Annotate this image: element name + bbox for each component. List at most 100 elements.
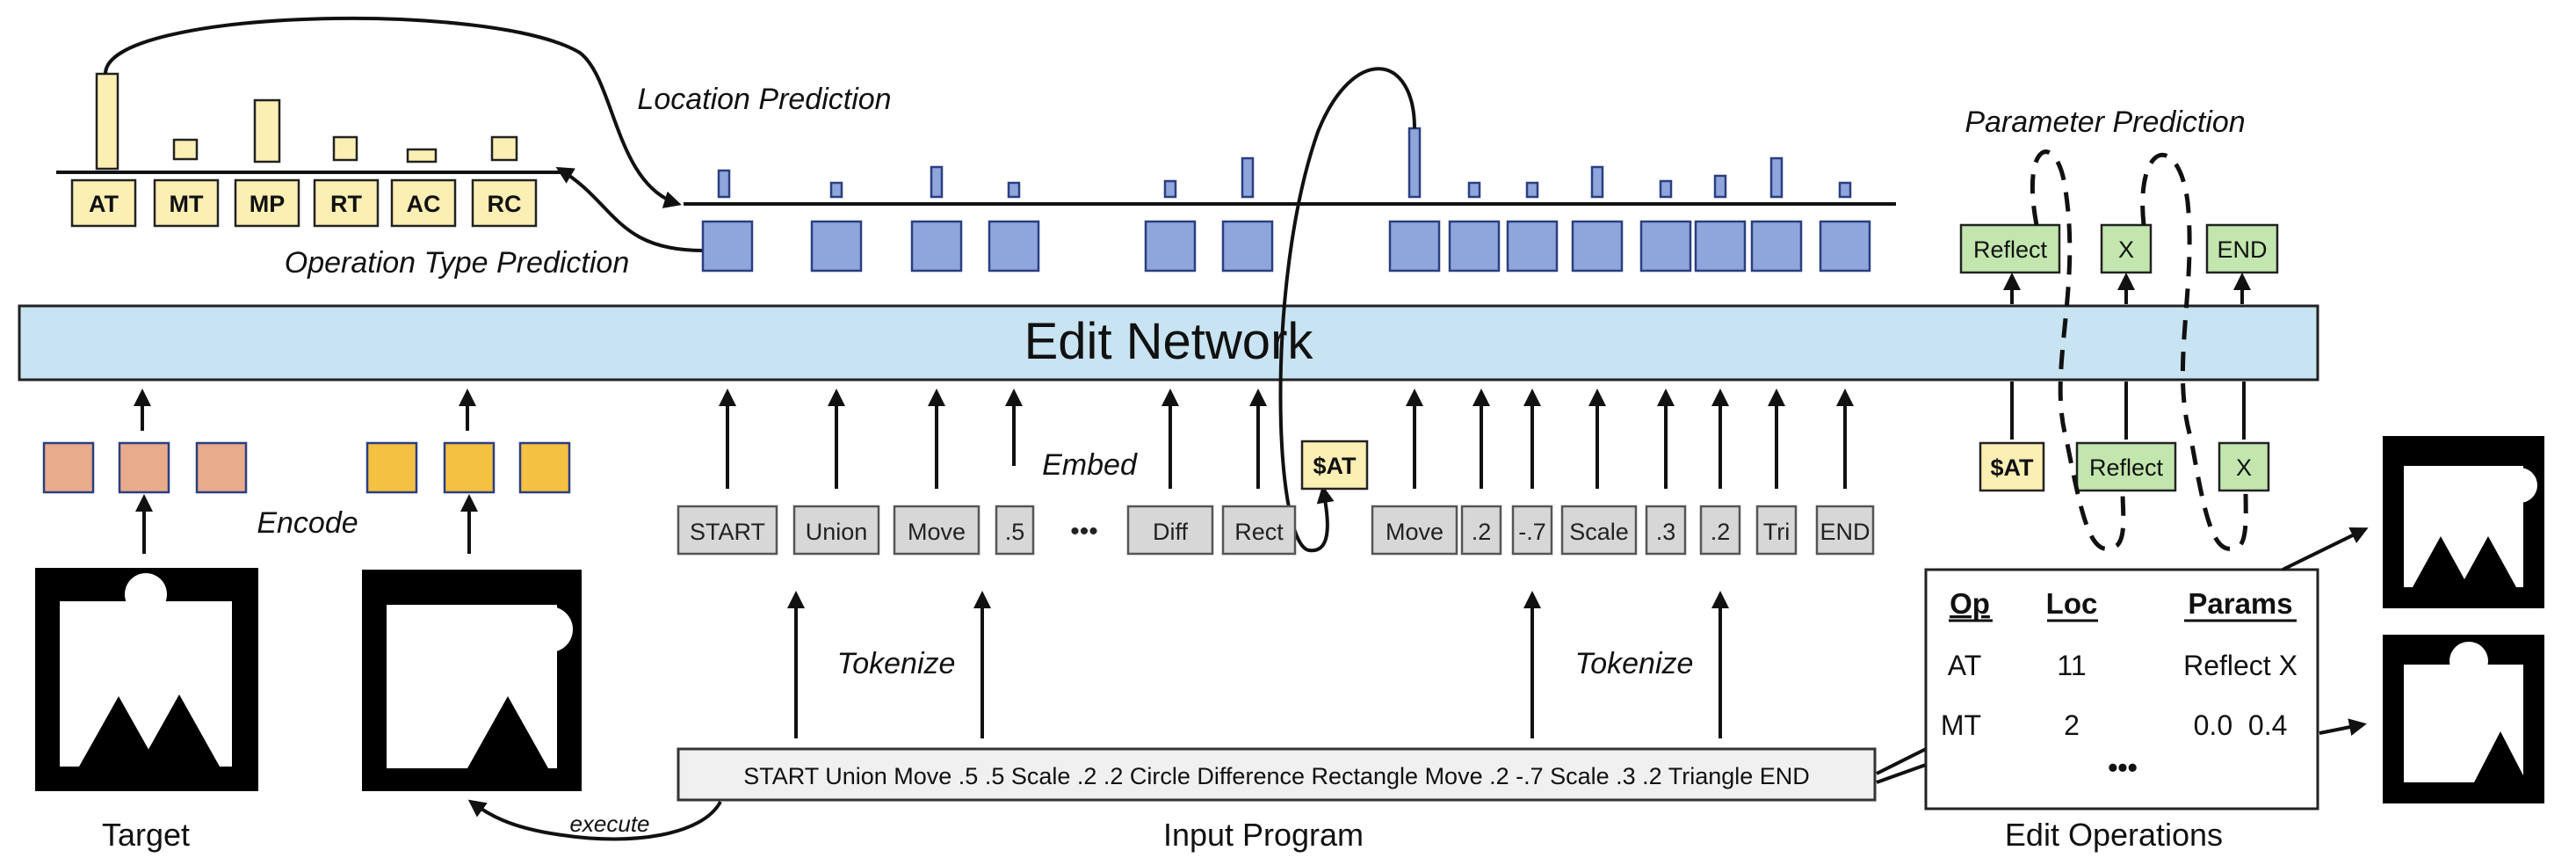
loc-bar-11 (1659, 179, 1673, 199)
edit-operations-table: Op Loc Params AT 11 Reflect X MT 2 0.0 0… (1941, 587, 2297, 783)
embed-label: Embed (1042, 448, 1138, 482)
edit-op-row2-params: 0.0 0.4 (2194, 709, 2288, 741)
token-02-a-label: .2 (1472, 519, 1492, 545)
token-05 (995, 505, 1035, 556)
param-in-at-label: $AT (1990, 454, 2034, 481)
token-tri-label: Tri (1763, 519, 1790, 545)
edit-op-row2-loc: 2 (2064, 709, 2080, 741)
loc-box-10 (1571, 220, 1624, 273)
token-union (792, 505, 880, 556)
execute-label: execute (569, 810, 649, 837)
edit-op-header-loc: Loc (2046, 587, 2098, 620)
param-out-end-label: END (2217, 236, 2267, 263)
op-label-box-ac (390, 178, 457, 228)
token-diff (1126, 505, 1214, 556)
token-move-1-label: Move (908, 519, 966, 545)
op-label-mt: MT (170, 191, 204, 217)
loc-bar-12 (1713, 174, 1727, 199)
edit-op-header-params: Params (2188, 587, 2292, 620)
param-in-x (2218, 441, 2270, 492)
loc-box-9 (1506, 220, 1559, 273)
loc-box-8 (1448, 220, 1501, 273)
result-image-1 (2383, 436, 2544, 608)
loc-box-14 (1819, 220, 1871, 273)
tokenize-label-left: Tokenize (837, 647, 956, 680)
loc-box-5 (1144, 220, 1197, 273)
param-arrows (2003, 273, 2251, 440)
param-dashed-loops (2030, 149, 2248, 551)
result-image-2 (2383, 635, 2544, 803)
token-02-b (1699, 505, 1741, 556)
at-to-location-arrow (104, 16, 682, 208)
loc-bar-2 (829, 181, 843, 199)
token-move-2-label: Move (1386, 519, 1444, 545)
program-text-box (677, 747, 1877, 802)
param-input-boxes: $AT Reflect X (1979, 441, 2270, 492)
token-scale (1560, 505, 1638, 556)
edit-op-row1-loc: 11 (2057, 650, 2086, 681)
loc-bar-13 (1769, 156, 1784, 199)
param-out-x (2100, 223, 2153, 274)
program-text: START Union Move .5 .5 Scale .2 .2 Circl… (743, 763, 1810, 789)
target-label: Target (102, 817, 190, 853)
token-02-b-label: .2 (1711, 519, 1731, 545)
param-out-end (2205, 223, 2279, 274)
param-in-x-label: X (2236, 454, 2252, 481)
program-to-editops-line-1 (1876, 747, 1927, 775)
encode-label: Encode (257, 506, 358, 540)
special-token-box (1300, 440, 1369, 491)
location-to-optype-arrow (555, 166, 704, 252)
token-end (1815, 505, 1875, 556)
op-label-box-rc (471, 178, 538, 228)
token-move-1 (893, 505, 980, 556)
op-type-prediction-label: Operation Type Prediction (285, 246, 629, 280)
input-program-label: Input Program (1163, 817, 1364, 853)
op-bar-rt (332, 135, 358, 162)
loc-box-13 (1750, 220, 1803, 273)
token-scale-label: Scale (1569, 519, 1629, 545)
loc-box-3 (910, 220, 963, 273)
loc-bar-1 (717, 169, 731, 199)
param-output-boxes: Reflect X END (1959, 223, 2279, 274)
token-03 (1645, 505, 1687, 556)
token-neg07 (1511, 505, 1553, 556)
op-bar-at (95, 72, 119, 171)
param-out-reflect-label: Reflect (1973, 236, 2048, 263)
encode-squares-target (42, 441, 248, 494)
loc-box-2 (810, 220, 863, 273)
editops-to-result-1-arrow (2282, 527, 2369, 571)
encode-up-arrows (134, 389, 476, 431)
loc-box-4 (988, 220, 1040, 273)
op-bar-mt (172, 138, 199, 161)
op-bar-mp (253, 98, 281, 164)
editops-to-result-2-arrow (2319, 718, 2367, 736)
location-prediction-label: Location Prediction (637, 83, 891, 116)
op-label-box-rt (313, 178, 380, 228)
op-label-rc: RC (488, 191, 522, 217)
loc-box-12 (1694, 220, 1747, 273)
edit-op-header-op: Op (1950, 587, 1990, 620)
token-end-label: END (1820, 519, 1870, 545)
location-token-boxes (701, 220, 1871, 273)
token-03-label: .3 (1656, 519, 1676, 545)
edit-op-ellipsis: ••• (2108, 752, 2138, 783)
token-start-label: START (690, 519, 765, 545)
tokenize-label-right: Tokenize (1575, 647, 1694, 680)
execute-arrow (467, 799, 722, 841)
program-to-editops-line-2 (1876, 763, 1927, 784)
op-label-at: AT (89, 191, 119, 217)
loc-bar-6 (1241, 156, 1255, 199)
token-rect-label: Rect (1234, 519, 1284, 545)
param-out-x-label: X (2118, 236, 2134, 263)
loc-bar-9 (1525, 181, 1539, 199)
op-label-box-at (70, 178, 137, 228)
input-program-image (362, 570, 582, 791)
edit-network-label: Edit Network (1024, 313, 1314, 370)
target-image (35, 568, 258, 791)
op-bar-rc (490, 135, 518, 162)
loc-box-6 (1221, 220, 1274, 273)
edit-operations-box (1924, 568, 2319, 810)
token-up-arrows (719, 389, 1854, 489)
loc-bar-10 (1590, 165, 1604, 199)
